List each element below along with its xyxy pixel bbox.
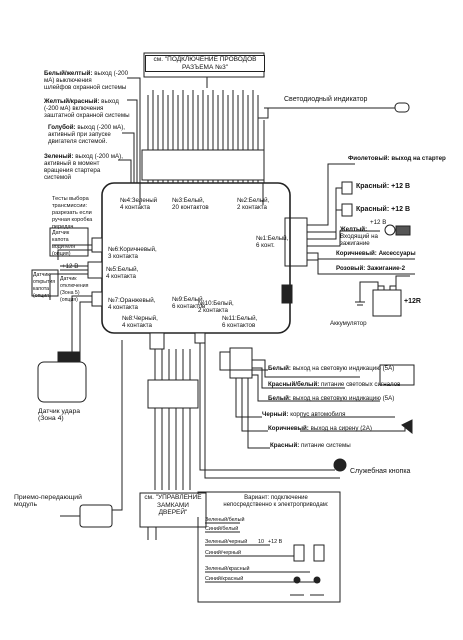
variant-wires [205, 522, 320, 583]
bottom-wire-6: Красный: питание системы [270, 442, 351, 449]
left-wire-2: Желтый/красный: выход (-200 мА) включени… [44, 98, 130, 119]
battery-label: Аккумулятор [330, 320, 367, 327]
connector-5-plug [87, 261, 103, 279]
variant-wire-5: Зеленый/красный [205, 566, 250, 572]
battery-body [372, 289, 402, 317]
left-output-wires [118, 77, 141, 183]
connector-4-label: №4:Зеленый 4 контакта [120, 197, 158, 211]
variant-wire-4: Синий/черный [205, 550, 242, 556]
brown-wire-label: Коричневый: Аксессуары [336, 250, 416, 257]
locks-box-frame [139, 492, 207, 528]
red-wire-2-label: Красный: +12 В [356, 206, 410, 213]
variant-wire-2: Синий/белый [205, 526, 239, 532]
left-wire-4: Зеленый: выход (-200 мА), активный в мом… [44, 153, 123, 181]
variant-wire-6: Синий/красный [205, 576, 244, 582]
connector-9-label: №9:Белый, 6 контактов [172, 296, 206, 310]
battery-plus-label: +12R [404, 298, 421, 305]
plus12-left: +12 В [62, 263, 79, 270]
bottom-wire-bundle [147, 343, 340, 490]
variant-ten: 10 [258, 539, 264, 545]
connector-6-plug [91, 237, 103, 253]
bottom-wire-1: Белый: выход на световую индикацию (5А) [268, 365, 395, 372]
locks-reference-box: см. "УПРАВЛЕНИЕ ЗАМКАМИ ДВЕРЕЙ" [141, 494, 205, 517]
shock-sensor-body [37, 361, 87, 403]
transceiver-body [79, 504, 113, 528]
led-label: Светодиодный индикатор [284, 96, 368, 103]
connector-11-plug [229, 347, 253, 379]
variant-frame [197, 491, 341, 603]
hood-note: Датчик капота водителя (опция) [52, 230, 76, 257]
bottom-wire-5: Коричневый: выход на сирену (2А) [268, 425, 372, 432]
connector-9-plug [149, 332, 165, 350]
connector-5-label: №5:Белый, 4 контакта [106, 266, 139, 280]
plus12-ignition: +12 В [370, 219, 387, 226]
sensor-note-frame [31, 269, 59, 297]
bottom-wire-4: Черный: корпус автомобиля [262, 411, 346, 418]
connector-6-label: №6:Коричневый, 3 контакта [108, 246, 157, 260]
variant-plus12: +12 В [268, 539, 283, 545]
bottom-wire-3: Белый: выход на световую индикацию (5А) [268, 395, 395, 402]
connector-10-plug [194, 332, 206, 344]
connector-2-label: №2:Белый, 2 контакта [237, 197, 270, 211]
service-button-label: Служебная кнопка [350, 468, 411, 475]
service-button-body [333, 458, 347, 472]
connector-10-label: №10:Белый, 2 контакта [198, 300, 234, 314]
variant-title: Вариант: подключение непосредственно к э… [223, 495, 329, 508]
connector-11-wires [219, 351, 380, 449]
connector-1-label: №1:Белый, 6 конт. [256, 235, 289, 249]
red-wire-1-label: Красный: +12 В [356, 183, 410, 190]
right-power-wires [307, 163, 415, 275]
connector-8-label: №8:Черный, 4 контакта [122, 315, 158, 329]
yellow-wire-label: Желтый: Входящий на зажигание [340, 226, 378, 247]
connector-1-plug [284, 217, 308, 267]
connector-2-plug [281, 284, 293, 304]
sensor-zone-note: Датчик отключения (Зона 5) (опция) [60, 276, 89, 303]
light-relay [379, 364, 415, 386]
connector-11-label: №11:Белый, 6 контактов [222, 315, 258, 329]
left-wire-3: Голубой: выход (-200 мА), активный при з… [48, 124, 126, 145]
bottom-wire-2: Красный/белый: питание световых сигналов [268, 381, 401, 388]
transceiver-label: Приемо-передающий модуль [14, 494, 82, 508]
hood-sensor-note: Датчик открытия капота (опция) [33, 272, 56, 299]
variant-wire-1: Зеленый/белый [205, 517, 245, 523]
top-wire-bundle [141, 77, 265, 183]
led-body [394, 102, 410, 113]
variant-wire-3: Зеленый/черный [205, 539, 248, 545]
shock-sensor-label: Датчик удара (Зона 4) [38, 408, 81, 422]
connector-7-plug [91, 291, 103, 307]
connector-7-label: №7:Оранжевый, 4 контакта [108, 297, 156, 311]
left-wire-1: Белый/желтый: выход (-200 мА) выключения… [44, 70, 129, 91]
conn3-reference-box: см. "ПОДКЛЮЧЕНИЕ ПРОВОДОВ РАЗЪЕМА №3" [145, 55, 265, 72]
pink-wire-label: Розовый: Зажигание-2 [336, 265, 406, 272]
hood-note-frame [49, 227, 89, 257]
connector-3-label: №3:Белый, 20 контактов [172, 197, 209, 211]
violet-wire-label: Фиолетовый: выход на стартер [348, 155, 446, 162]
transmission-note: Тесты выбора трансмиссии: разрезать если… [52, 196, 93, 230]
